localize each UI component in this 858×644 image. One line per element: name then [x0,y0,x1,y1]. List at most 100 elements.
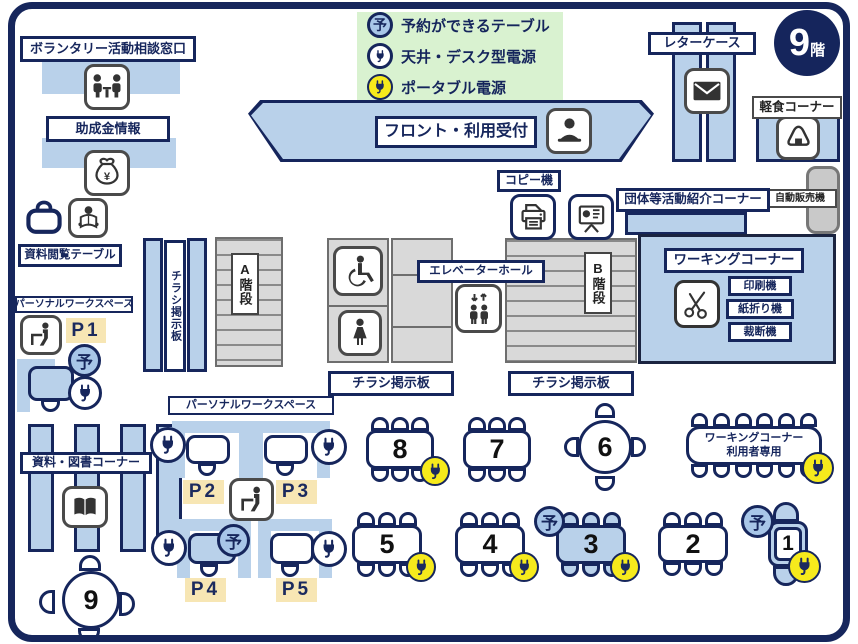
chair [468,468,486,482]
printer-machine-label: 印刷機 [728,276,792,296]
chair [734,464,752,478]
person-at-desk-icon [229,478,274,521]
stairs-a-label: A階段 [231,253,259,315]
workspace-desk-P2 [186,435,230,464]
table-6: 6 [578,420,632,474]
flyer-board-right-label: チラシ掲示板 [508,371,634,396]
chair [460,512,478,526]
chair [378,512,396,526]
workspace-tag-P2: P2 [183,480,224,504]
workspace-tag-P3: P3 [276,480,317,504]
front-desk-label: フロント・利用受付 [375,116,537,148]
reserve-badge: 予 [534,506,565,537]
chair [468,417,486,431]
chair [691,413,708,427]
desk-power-badge-P2 [150,427,186,463]
stairs-b-area [505,238,637,363]
consultation-icon [84,64,130,110]
bookshelf [28,424,54,552]
chair [756,413,774,427]
chair [198,463,216,476]
desk-power-badge-icon [367,43,393,69]
chair [705,512,723,526]
copy-machine-label: コピー機 [497,170,561,192]
portable-power-badge [509,552,539,582]
chair [582,563,600,577]
workspace-partition [17,359,30,412]
printer-icon [510,194,556,240]
chair [756,464,774,478]
workspace-desk-P5 [270,533,314,564]
chair [79,555,101,571]
chair [391,468,409,482]
chair [39,590,55,614]
elevator-hall-label: エレベーターホール [417,260,545,283]
presentation-board-icon [568,194,614,240]
legend-row-reserve: 予 予約ができるテーブル [367,12,553,38]
group-intro-area [625,212,747,235]
desk-power-badge-P5 [311,531,347,567]
chair [712,413,730,427]
chair [481,563,499,577]
chair [391,417,409,431]
chair [684,512,702,526]
legend-desk-power-label: 天井・デスク型電源 [401,48,537,66]
workspace-partition [172,421,252,433]
chair [684,562,702,576]
table-4: 4 [455,525,525,564]
chair [595,476,615,491]
chair [705,562,723,576]
chair [734,413,752,427]
chair [378,563,396,577]
workspace-partition [258,519,332,531]
workspace-tag-P4: P4 [185,578,226,602]
portable-power-badge [420,456,450,486]
elevator-shaft-area [391,238,453,363]
portable-power-badge [802,452,834,484]
elevator-icon [455,284,502,333]
chair [631,437,646,457]
working-corner-label: ワーキングコーナー [664,248,804,273]
workspace-partition [239,421,252,478]
chair [595,403,615,418]
chair [663,562,681,576]
chair [488,468,506,482]
chair [663,512,681,526]
chair [276,463,294,476]
personal-workspace-center-label: パーソナルワークスペース [168,396,334,415]
document-table-label: 資料閲覧テーブル [18,244,122,267]
money-bag-icon: ¥ [84,150,130,196]
chair [200,564,218,577]
chair [460,563,478,577]
letter-case-label: レターケース [648,32,756,55]
workspace-partition [258,519,271,578]
reserve-badge-P4: 予 [217,524,250,557]
desk-power-badge-P1 [68,376,102,410]
person-reading-icon [68,198,108,238]
grant-info-label: 助成金情報 [46,116,170,142]
flyer-board-column [143,238,163,372]
personal-workspace-left-label: パーソナルワークスペース [15,296,133,313]
chair [508,417,526,431]
chair [773,502,799,522]
legend-portable-power-label: ポータブル電源 [401,79,507,97]
chair [399,512,417,526]
chair [603,512,621,526]
stairs-b-label: B階段 [584,252,612,314]
chair [119,592,135,616]
portable-power-badge [610,552,640,582]
chair [712,464,730,478]
table-2: 2 [658,525,728,563]
person-at-desk-icon [20,315,62,355]
legend-row-portable-power: ポータブル電源 [367,74,553,100]
floor-badge: 9 階 [774,10,840,76]
chair [582,512,600,526]
workspace-tag-P5: P5 [276,578,317,602]
chair [357,512,375,526]
snack-corner-label: 軽食コーナー [752,96,842,119]
desk-power-badge-P4 [151,530,187,566]
workspace-desk-P3 [264,435,308,464]
wheelchair-accessible-icon [333,246,383,296]
svg-text:¥: ¥ [104,171,111,183]
book-icon [62,486,108,528]
